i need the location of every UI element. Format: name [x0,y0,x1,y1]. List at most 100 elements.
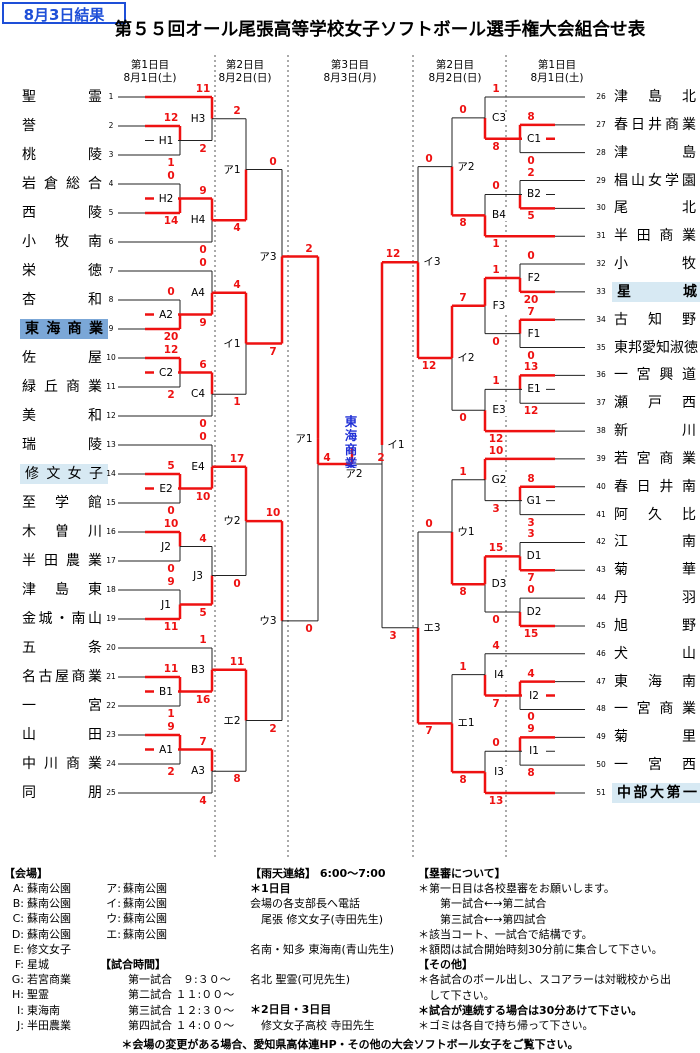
score: 7 [492,697,500,710]
rain-line: ＊2日目・3日目 [250,1003,332,1016]
team-name: 犬山 [614,645,696,662]
match-label: B2 [522,188,546,201]
score: 9 [199,316,207,329]
score: 15 [523,627,539,640]
score: 8 [459,774,467,787]
match-label: D2 [522,606,546,619]
score: 8 [527,110,535,123]
match-label: E3 [487,404,511,417]
score: 12 [163,344,179,356]
rain-line: ＊1日目 [250,882,291,896]
venue-place: 蘇南公園 [123,882,167,895]
team-seed: 42 [596,537,606,547]
team-seed: 18 [106,585,116,594]
score: 2 [377,452,385,464]
team-seed: 38 [596,426,606,436]
score: 12 [385,248,401,261]
venue-row: J:半田農業 [4,1018,167,1033]
match-label: J3 [186,569,210,582]
team-name: 菊華 [614,562,696,579]
team-seed: 12 [106,411,116,420]
match-label: ア1 [220,163,244,176]
score: 3 [527,516,535,529]
score: 0 [527,154,535,167]
score: 2 [527,166,535,179]
team-name: 至学館 [22,495,102,511]
other-line: して下さい。 [418,988,495,1002]
venue-place: 修文女子 [27,942,71,956]
umpire-line: ＊該当コート、一試合で結構です。 [418,927,593,941]
other-line: ＊各試合のボール出し、スコアラーは対戦校から出 [418,973,671,987]
team-name: 誉 [22,118,36,134]
time-row: 第一試合 ９:３０～ [128,973,231,987]
time-row: 第二試合 １１:００～ [128,988,235,1002]
team-name: 小牧 [614,256,696,273]
team-name: 古知野 [614,311,696,328]
team-seed: 27 [596,119,606,129]
score: 0 [527,711,535,724]
match-label: I4 [487,668,511,681]
venue-code: E: [13,942,24,956]
score: 3 [492,502,500,515]
match-label: E1 [522,383,546,396]
match-label: ア2 [454,160,478,173]
team-name: 一宮西 [614,757,696,774]
venue-code: J: [17,1018,24,1032]
final-label: ア2 [342,468,366,480]
team-seed: 16 [106,527,116,536]
team-name: 木曽川 [22,524,102,540]
score: 6 [199,358,207,371]
team-name: 岩倉総合 [22,176,102,192]
team-name: 桃陵 [22,147,102,163]
score: 7 [269,345,277,358]
team-name: 菊里 [614,729,696,746]
other-line: ＊ゴミは各自で持ち帰って下さい。 [418,1018,594,1032]
match-label: F3 [487,299,511,312]
match-label: E4 [186,460,210,473]
time-notes: 【試合時間】 第一試合 ９:３０～ 第二試合 １１:００～ 第三試合 １２:３０… [100,957,234,1033]
score: 0 [425,518,433,530]
venue-row: G:若宮商業 [4,972,167,987]
score: 11 [229,655,245,668]
match-label: C3 [487,111,511,124]
score: 9 [199,184,207,197]
score: 5 [527,210,535,223]
venue-place: 若宮商業 [27,973,71,987]
umpire-line: 第一試合←→第二試合 [418,897,547,911]
team-name: 一宮興道 [614,367,696,384]
score: 2 [167,389,175,401]
time-heading: 【試合時間】 [100,958,166,971]
team-seed: 28 [596,147,606,157]
team-name: 緑丘商業 [22,379,102,395]
score: 9 [527,723,535,736]
team-seed: 24 [106,759,116,768]
team-seed: 47 [596,676,606,686]
team-name: 一宮 [22,698,102,714]
team-seed: 13 [106,440,116,449]
team-seed: 35 [596,342,606,352]
venue-code: ウ: [106,912,121,926]
score: 14 [163,215,179,227]
match-label: H4 [186,214,210,227]
score: 1 [492,263,500,276]
score: 13 [523,361,539,374]
team-name: 椙山女学園 [614,172,696,189]
match-label: イ3 [420,256,444,269]
team-seed: 39 [596,453,606,463]
team-name: 津島北 [614,89,696,105]
umpire-line: 第三試合←→第四試合 [418,912,547,926]
match-label: I3 [487,766,511,779]
venue-place: 蘇南公園 [27,912,71,926]
time-row: 第三試合 １２:３０～ [128,1003,235,1017]
team-name: 東海商業 [20,319,108,339]
match-label: ア3 [256,250,280,263]
score: 1 [459,660,467,673]
team-seed: 22 [106,701,116,710]
score: 4 [233,278,241,291]
match-label: イ2 [454,352,478,364]
team-seed: 11 [106,382,116,391]
score: 11 [163,663,179,675]
